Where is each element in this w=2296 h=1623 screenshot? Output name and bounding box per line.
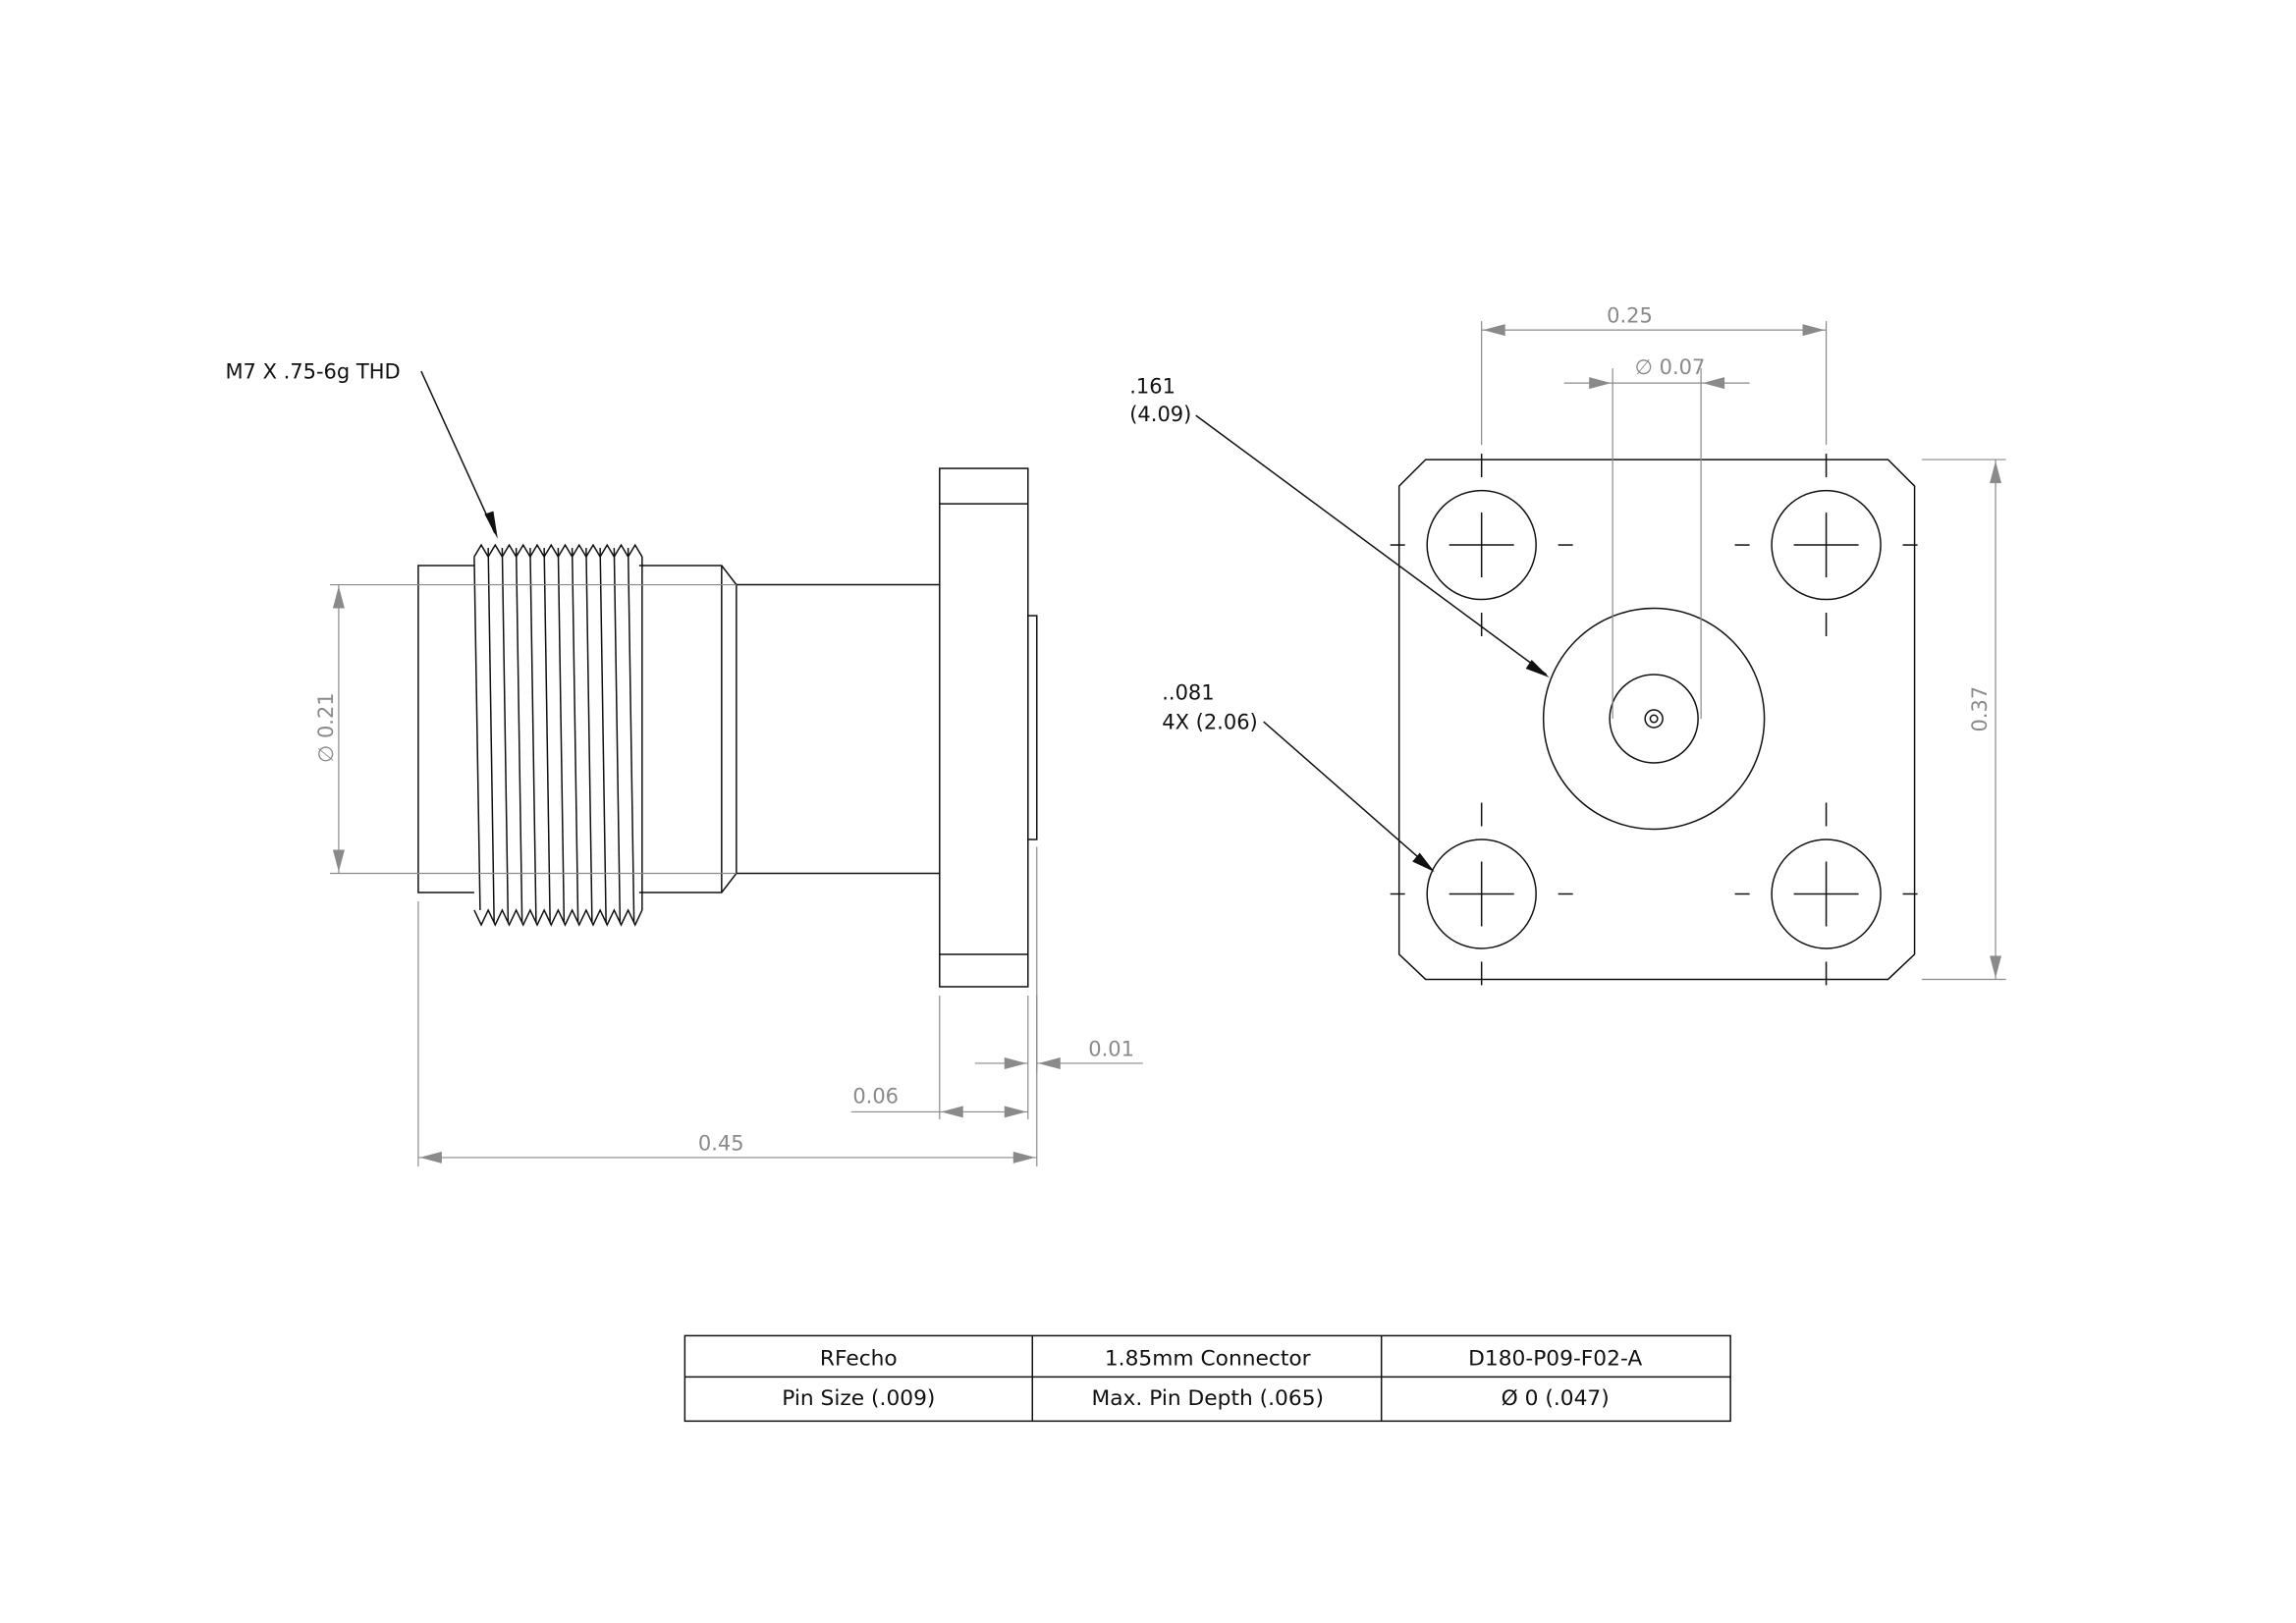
product-name: 1.85mm Connector <box>1105 1346 1311 1371</box>
pin-tip <box>1649 714 1659 724</box>
company-name: RFecho <box>820 1346 898 1371</box>
thread-line <box>613 548 622 922</box>
hole-callout-line2: 4X (2.06) <box>1162 711 1258 734</box>
flange-outline <box>1397 459 1916 981</box>
flange-height-label: 0.37 <box>1968 686 1992 732</box>
hole-callout: ..081 4X (2.06) <box>1162 681 1435 872</box>
thread-line <box>487 548 495 922</box>
thread-line <box>515 548 523 922</box>
thread-leader <box>420 370 496 534</box>
part-number: D180-P09-F02-A <box>1468 1346 1642 1371</box>
tab-dimension: 0.01 <box>974 995 1143 1072</box>
dielectric <box>1609 674 1699 764</box>
flange-thickness-dimension: 0.06 <box>850 995 1029 1119</box>
flange-thickness-label: 0.06 <box>852 1084 899 1108</box>
thread <box>473 543 643 927</box>
pin-diameter-label: ∅ 0.07 <box>1635 355 1706 379</box>
thread-line <box>473 557 481 910</box>
thread-line <box>529 548 537 922</box>
pin <box>1644 709 1664 729</box>
thread-line <box>501 548 510 922</box>
title-block: RFecho 1.85mm Connector D180-P09-F02-A P… <box>683 1334 1731 1423</box>
hole-spacing-label: 0.25 <box>1607 304 1653 328</box>
thread-line <box>557 548 566 922</box>
hole-callout-line1: ..081 <box>1162 681 1214 705</box>
center-callout: .161 (4.09) <box>1129 375 1550 678</box>
front-view: 0.25 ∅ 0.07 0.37 .161 (4.09) ..081 4X (2 <box>1129 304 2006 986</box>
flange-side <box>939 467 1029 988</box>
flange-height-dimension: 0.37 <box>1922 459 2006 981</box>
connector-body <box>417 467 1038 988</box>
length-dim-label: 0.45 <box>698 1131 744 1155</box>
thread-line <box>543 548 551 922</box>
pin-diameter-dimension: ∅ 0.07 <box>1563 355 1750 720</box>
diameter-dim-label: ∅ 0.21 <box>314 692 338 763</box>
mounting-hole <box>1390 802 1573 986</box>
thread-line <box>627 548 635 922</box>
thread-crest-line <box>473 908 643 927</box>
mounting-hole <box>1390 454 1573 637</box>
thread-line <box>585 548 593 922</box>
thread-line <box>599 548 607 922</box>
diameter-spec: Ø 0 (.047) <box>1502 1386 1610 1411</box>
tab-dim-label: 0.01 <box>1088 1037 1134 1060</box>
side-view: M7 X .75-6g THD ∅ 0.21 0.45 0.06 <box>225 360 1143 1166</box>
tab <box>1027 615 1038 840</box>
pin-size: Pin Size (.009) <box>782 1386 935 1411</box>
diameter-dimension: ∅ 0.21 <box>314 583 737 875</box>
hole-spacing-dimension: 0.25 <box>1481 304 1828 446</box>
thread-line <box>571 548 579 922</box>
center-callout-line2: (4.09) <box>1129 403 1191 426</box>
leader-arrow <box>484 511 498 540</box>
center-callout-line1: .161 <box>1129 375 1175 399</box>
center-boss <box>1542 607 1766 831</box>
length-dimension: 0.45 <box>417 846 1038 1166</box>
mounting-holes <box>1390 454 1918 986</box>
thread-callout: M7 X .75-6g THD <box>225 360 400 384</box>
mounting-hole <box>1734 802 1918 986</box>
pin-depth: Max. Pin Depth (.065) <box>1091 1386 1324 1411</box>
mounting-hole <box>1734 454 1918 637</box>
